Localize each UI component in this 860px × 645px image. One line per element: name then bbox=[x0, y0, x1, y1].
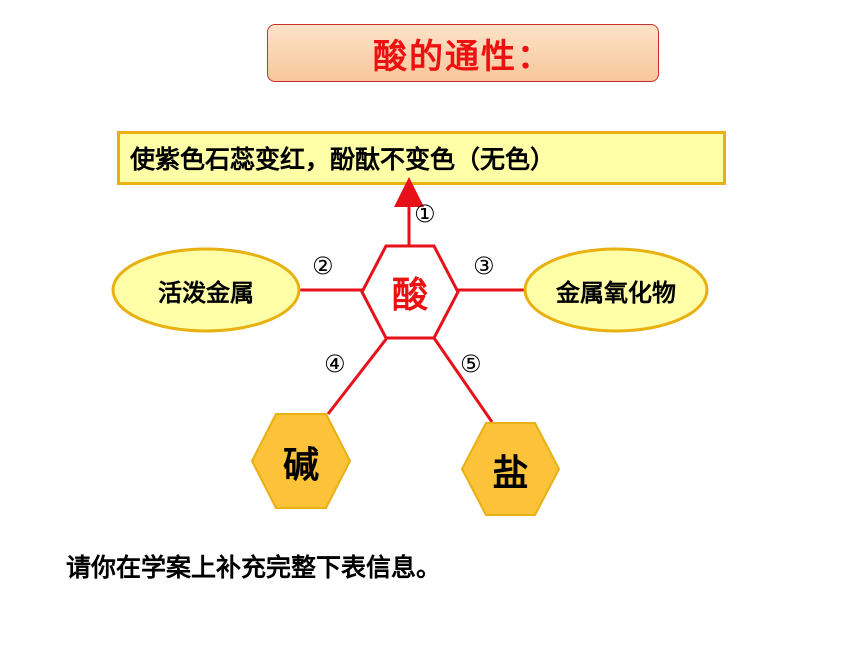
reaction-number-1: ① bbox=[414, 200, 436, 228]
line-to-salt bbox=[432, 337, 494, 423]
reaction-number-2: ② bbox=[312, 252, 334, 280]
metal-oxide-ellipse bbox=[523, 247, 709, 333]
reaction-number-4: ④ bbox=[324, 350, 346, 378]
base-hexagon bbox=[250, 413, 352, 509]
base-label: 碱 bbox=[282, 445, 319, 486]
title: 酸的通性： bbox=[373, 36, 553, 77]
active-metal-label: 活泼金属 bbox=[158, 278, 254, 307]
active-metal-ellipse bbox=[111, 247, 301, 333]
instruction-note: 请你在学案上补充完整下表信息。 bbox=[66, 553, 442, 582]
salt-label: 盐 bbox=[492, 453, 529, 494]
acid-label: 酸 bbox=[391, 275, 428, 316]
acid-hexagon bbox=[360, 244, 460, 340]
reaction-number-3: ③ bbox=[473, 252, 495, 280]
salt-hexagon bbox=[460, 422, 561, 516]
reaction-number-5: ⑤ bbox=[460, 350, 482, 378]
metal-oxide-label: 金属氧化物 bbox=[556, 278, 676, 307]
line-to-base bbox=[326, 337, 389, 415]
property-1-text: 使紫色石蕊变红，酚酞不变色（无色） bbox=[130, 145, 556, 174]
title-box: 酸的通性： bbox=[267, 24, 659, 82]
